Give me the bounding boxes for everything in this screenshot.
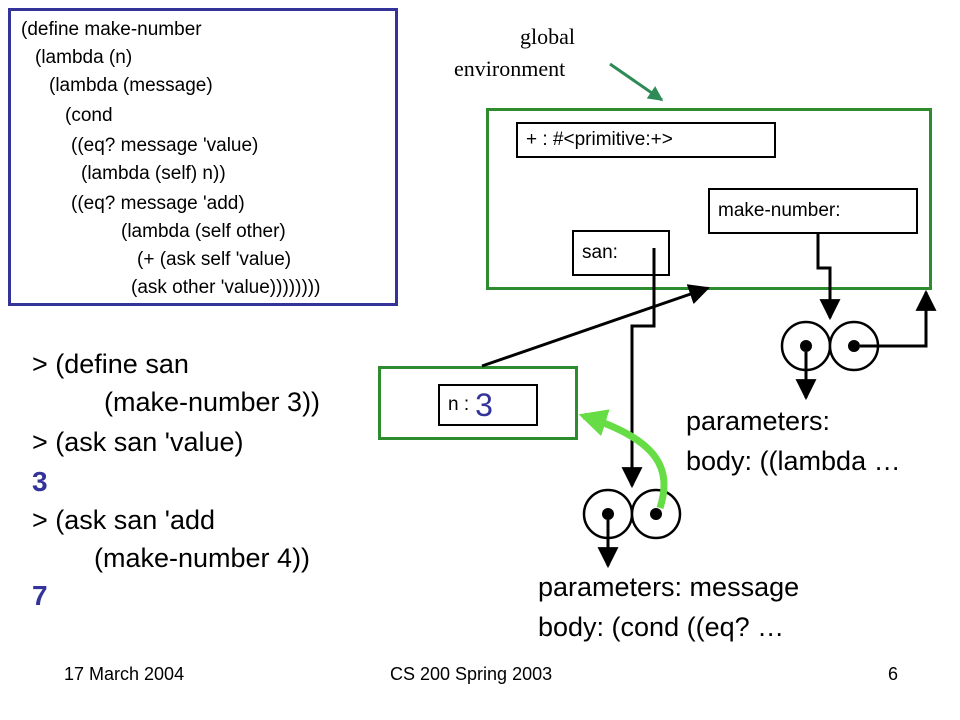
make-number-binding: make-number:: [708, 188, 918, 234]
code-box: (define make-number (lambda (n) (lambda …: [8, 8, 398, 306]
local-frame: [378, 366, 578, 440]
code-line: (cond: [65, 105, 113, 126]
code-line: ((eq? message 'add): [71, 193, 245, 214]
global-env-pointer-arrow: [609, 62, 664, 102]
n-binding-value: 3: [475, 386, 493, 423]
make-number-arrow: [816, 234, 841, 321]
outer-procedure-parameters: parameters:: [686, 406, 831, 436]
repl-result: 7: [32, 580, 48, 611]
repl-line: (make-number 4)): [94, 543, 311, 573]
code-line: (+ (ask self 'value): [137, 249, 292, 270]
plus-binding: + : #<primitive:+>: [516, 122, 776, 158]
inner-procedure-parameters: parameters: message: [538, 572, 800, 602]
inner-procedure-body: body: (cond ((eq? …: [538, 612, 785, 642]
code-line: (lambda (n): [35, 47, 133, 68]
inner-procedure-object: [582, 488, 682, 540]
code-line: ((eq? message 'value): [71, 135, 259, 156]
repl-result: 3: [32, 466, 48, 497]
code-line: (lambda (self other): [121, 221, 286, 242]
outer-env-arrow: [860, 289, 937, 348]
code-line: (define make-number: [21, 19, 202, 40]
page-number: 6: [888, 664, 899, 684]
inner-env-arrow: [578, 409, 668, 510]
code-line: (ask other 'value)))))))): [131, 277, 321, 298]
code-line: (lambda (self) n)): [81, 163, 226, 184]
footer-course: CS 200 Spring 2003: [390, 664, 553, 684]
repl-line: > (define san: [32, 349, 189, 379]
outer-procedure-body: body: ((lambda …: [686, 446, 901, 476]
n-binding-label: n :: [448, 394, 470, 415]
repl-line: > (ask san 'value): [32, 427, 244, 457]
n-binding: n : 3: [438, 384, 538, 426]
repl-line: (make-number 3)): [104, 387, 321, 417]
global-env-label-line1: global: [520, 24, 575, 49]
footer-date: 17 March 2004: [64, 664, 185, 684]
san-arrow: [621, 248, 656, 489]
global-env-label-line2: environment: [454, 56, 566, 81]
repl-line: > (ask san 'add: [32, 505, 216, 535]
code-line: (lambda (message): [49, 75, 213, 96]
frame-parent-arrow: [481, 284, 710, 368]
